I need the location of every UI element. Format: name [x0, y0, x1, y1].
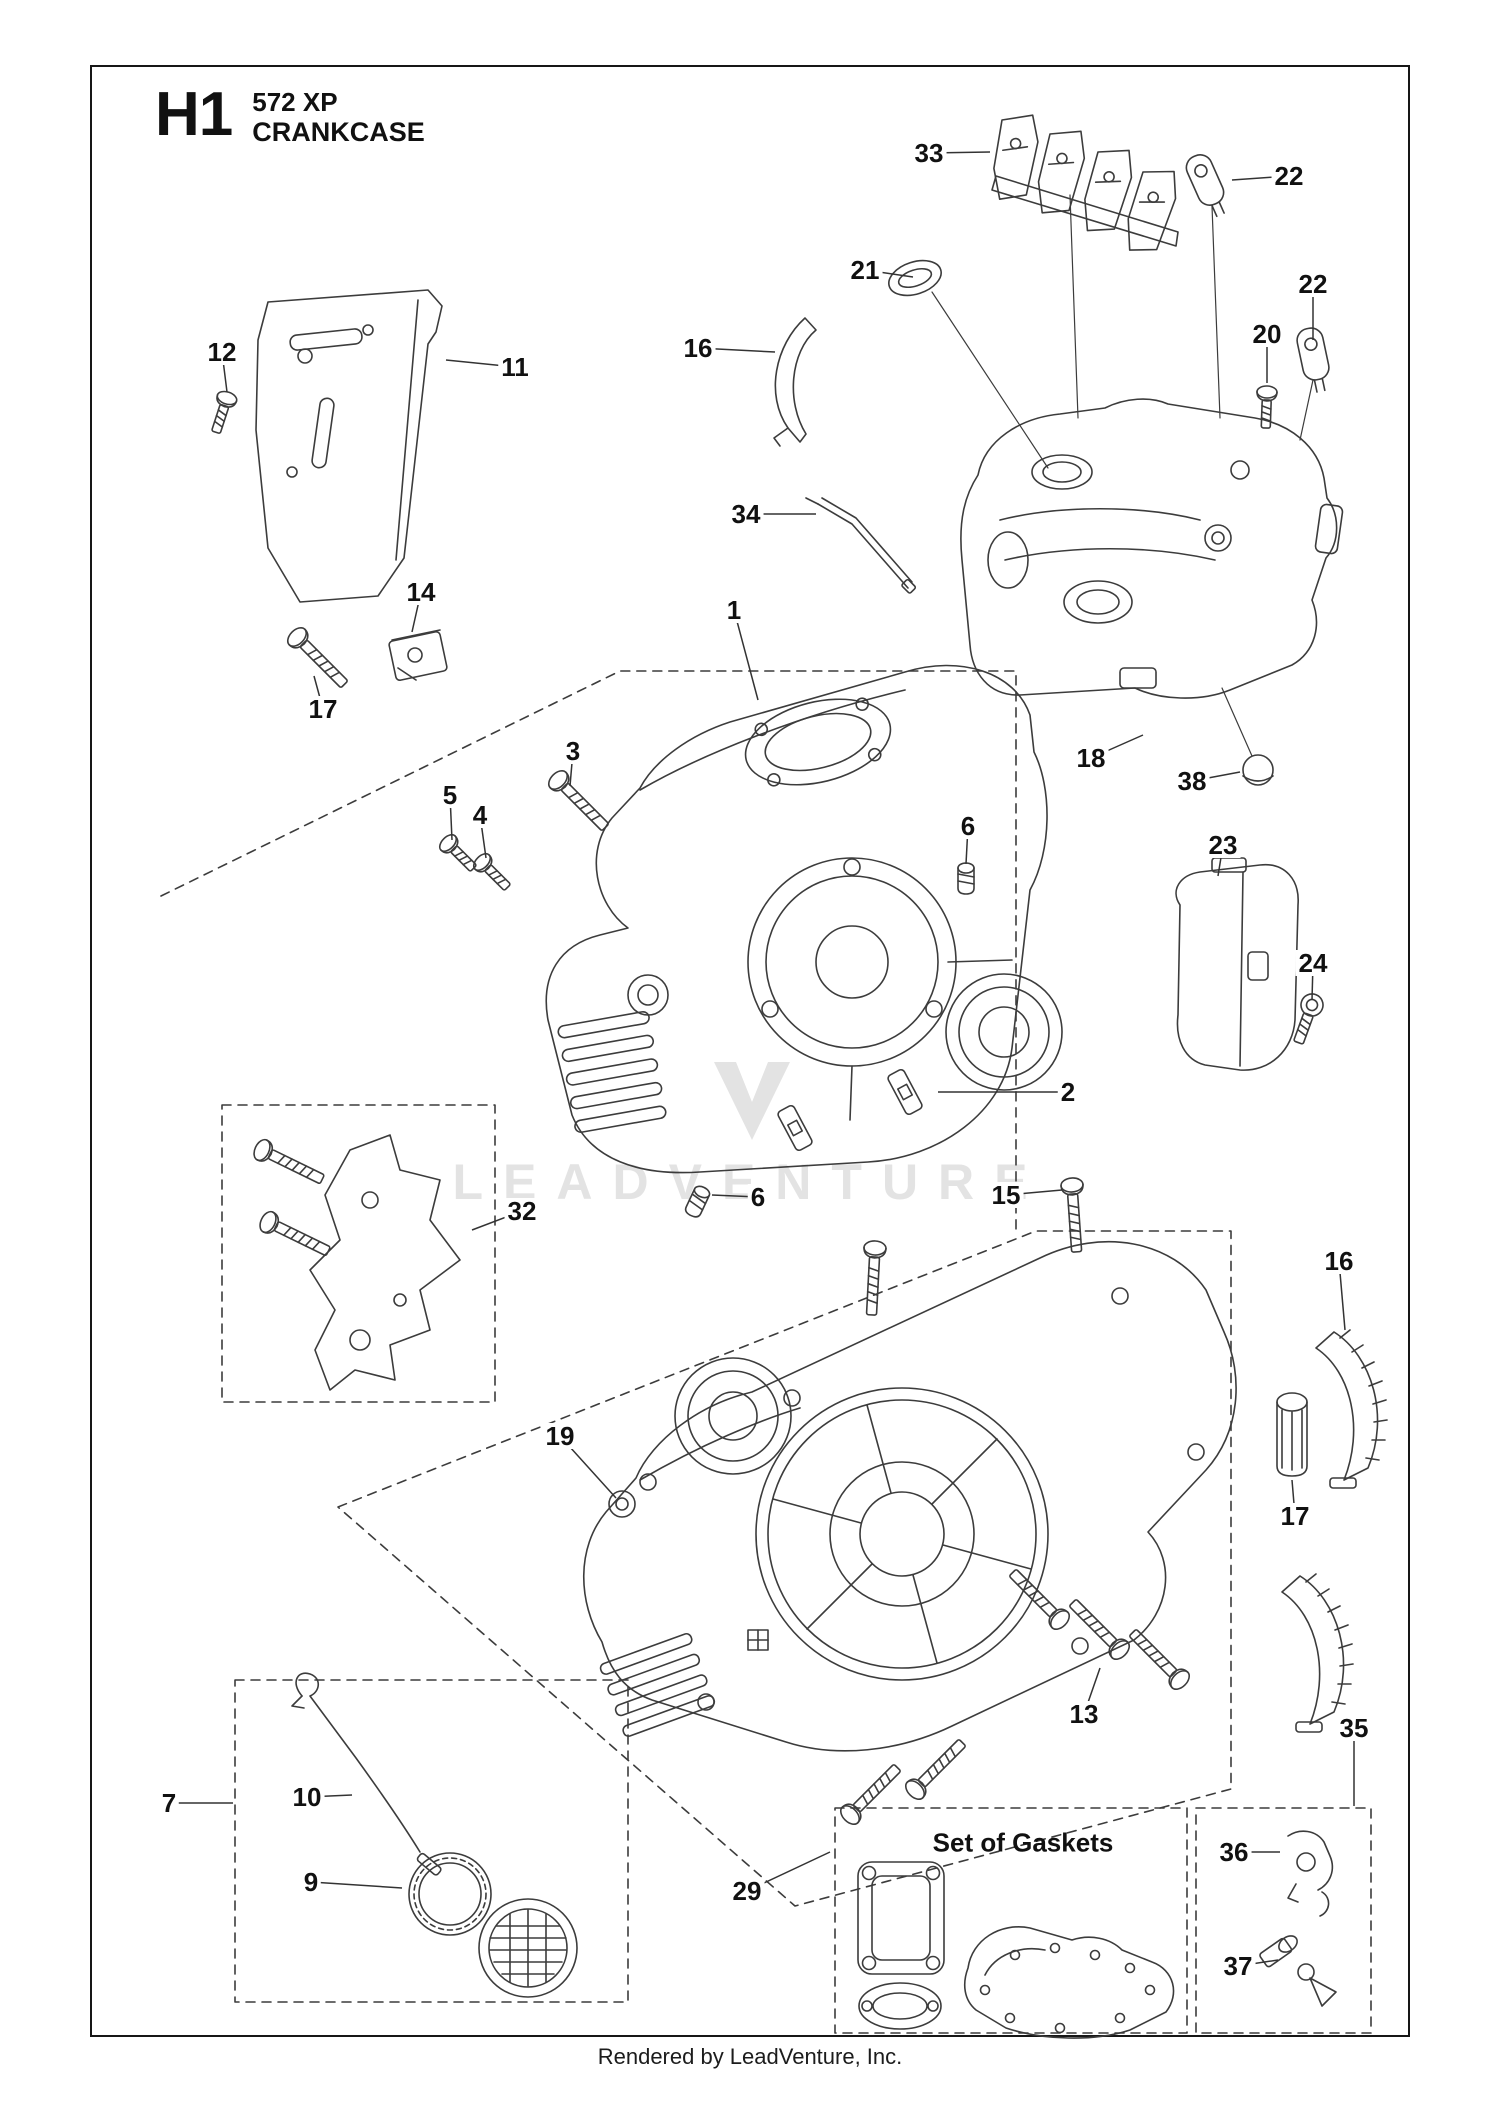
diagram-frame	[90, 65, 1410, 2037]
part-callout-12-6[interactable]: 12	[204, 339, 240, 365]
part-callout-36-31[interactable]: 36	[1216, 1839, 1252, 1865]
section-title: CRANKCASE	[252, 116, 425, 147]
part-callout-10-30[interactable]: 10	[289, 1784, 325, 1810]
part-callout-3-12[interactable]: 3	[562, 738, 584, 764]
part-callout-15-21[interactable]: 15	[988, 1182, 1024, 1208]
part-callout-22-3[interactable]: 22	[1295, 271, 1331, 297]
part-callout-7-29[interactable]: 7	[158, 1790, 180, 1816]
part-callout-19-25[interactable]: 19	[542, 1423, 578, 1449]
footer-credit: Rendered by LeadVenture, Inc.	[597, 2044, 903, 2069]
page-header: H1 572 XP CRANKCASE	[155, 80, 425, 149]
part-callout-24-19[interactable]: 24	[1295, 950, 1331, 976]
part-callout-22-1[interactable]: 22	[1271, 163, 1307, 189]
part-callout-11-7[interactable]: 11	[498, 354, 532, 380]
part-callout-35-28[interactable]: 35	[1336, 1715, 1372, 1741]
part-callout-5-15[interactable]: 5	[439, 782, 461, 808]
part-callout-4-16[interactable]: 4	[469, 802, 491, 828]
part-callout-16-24[interactable]: 16	[1321, 1248, 1357, 1274]
model-name: 572 XP	[252, 87, 338, 117]
part-callout-16-5[interactable]: 16	[680, 335, 716, 361]
part-callout-29-33[interactable]: 29	[729, 1878, 765, 1904]
part-callout-13-27[interactable]: 13	[1066, 1701, 1102, 1727]
part-callout-32-23[interactable]: 32	[504, 1198, 540, 1224]
section-code: H1	[155, 80, 233, 149]
part-callout-1-10[interactable]: 1	[723, 597, 745, 623]
part-callout-38-14[interactable]: 38	[1174, 768, 1210, 794]
part-callout-37-34[interactable]: 37	[1220, 1953, 1256, 1979]
part-callout-17-11[interactable]: 17	[305, 696, 341, 722]
part-callout-18-13[interactable]: 18	[1073, 745, 1109, 771]
part-callout-9-32[interactable]: 9	[300, 1869, 322, 1895]
set-of-gaskets-label: Set of Gaskets	[932, 1827, 1114, 1858]
part-callout-33-0[interactable]: 33	[911, 140, 947, 166]
part-callout-34-8[interactable]: 34	[728, 501, 764, 527]
part-callout-6-17[interactable]: 6	[957, 813, 979, 839]
part-callout-23-18[interactable]: 23	[1205, 832, 1241, 858]
part-callout-6-22[interactable]: 6	[747, 1184, 769, 1210]
part-callout-17-26[interactable]: 17	[1277, 1503, 1313, 1529]
part-callout-14-9[interactable]: 14	[403, 579, 439, 605]
part-callout-2-20[interactable]: 2	[1057, 1079, 1079, 1105]
part-callout-21-2[interactable]: 21	[847, 257, 883, 283]
part-callout-20-4[interactable]: 20	[1249, 321, 1285, 347]
